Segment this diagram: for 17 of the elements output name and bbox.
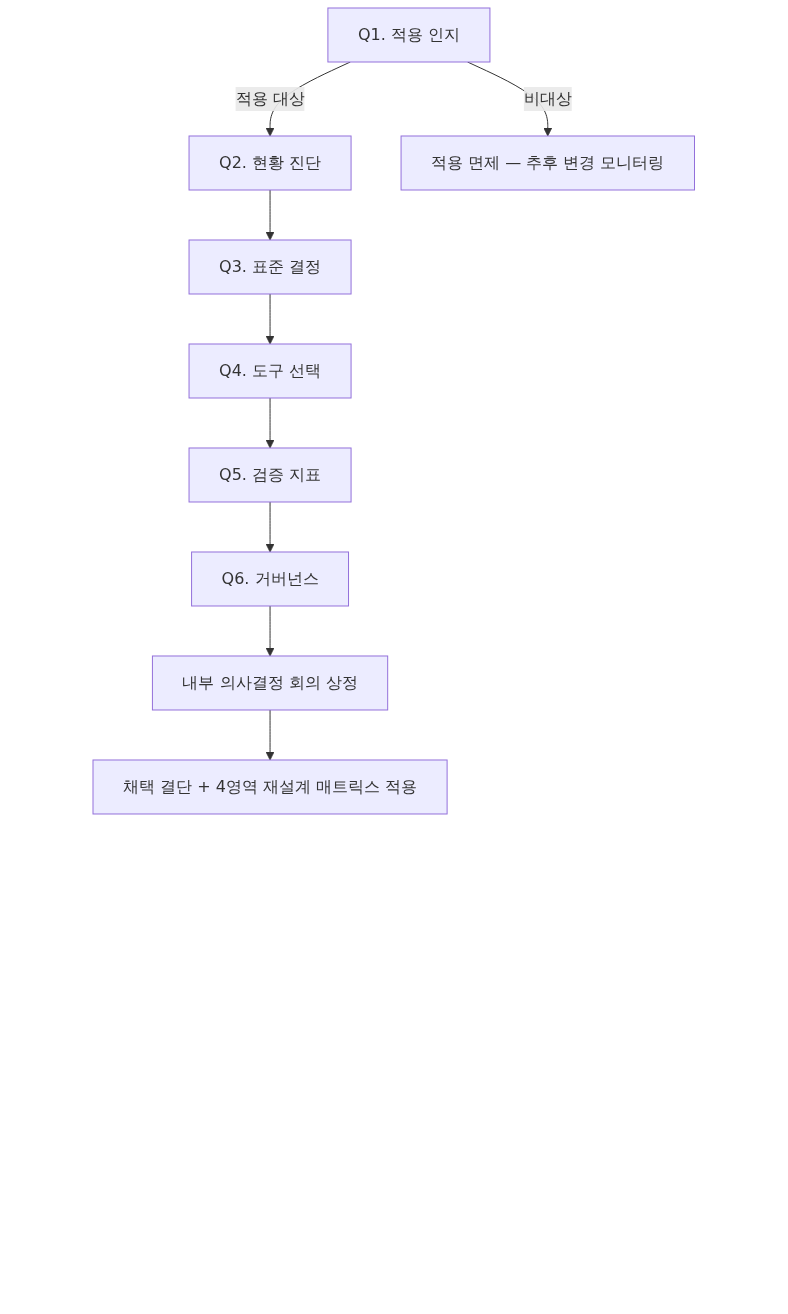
arrow [265,501,275,553]
node-box: Q4. 도구 선택 [188,343,352,399]
node-box: Q6. 거버넌스 [191,551,350,607]
node-box: Q2. 현황 진단 [188,135,352,191]
arrow [265,189,275,241]
node-box: 적용 면제 — 추후 변경 모니터링 [400,135,696,191]
edge-label: 적용 대상 [235,89,305,108]
arrow [265,709,275,761]
arrow [265,605,275,657]
node-box: Q1. 적용 인지 [327,7,491,63]
node-box: Q3. 표준 결정 [188,239,352,295]
edge-label: 비대상 [524,89,573,108]
node-box: 채택 결단 + 4영역 재설계 매트릭스 적용 [92,759,448,815]
arrow [265,397,275,449]
node-box: 내부 의사결정 회의 상정 [152,655,389,711]
arrow [265,293,275,345]
node-box: Q5. 검증 지표 [188,447,352,503]
